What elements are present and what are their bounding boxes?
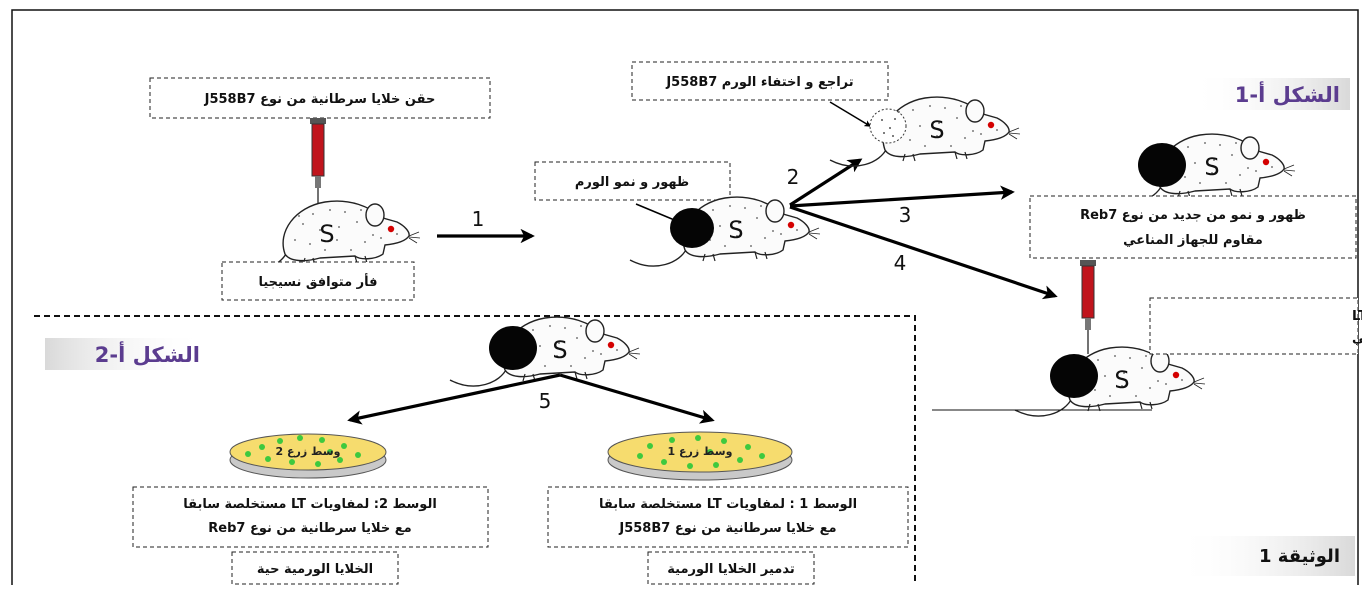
svg-text:ظهور و نمو الورم: ظهور و نمو الورم [575, 175, 689, 190]
svg-text:مع خلايا سرطانية من نوع Reb7: مع خلايا سرطانية من نوع Reb7 [208, 521, 411, 536]
tumor-mass [670, 208, 714, 248]
regrowth-box: ظهور و نمو من جديد من نوع Reb7 مقاوم للج… [1029, 195, 1357, 259]
svg-text:تراجع و اختفاء الورم J558B7: تراجع و اختفاء الورم J558B7 [665, 75, 853, 90]
svg-text:S: S [929, 116, 944, 144]
svg-text:الشكل أ-2: الشكل أ-2 [95, 340, 200, 367]
extraction-box: استخلاص لمفاويات LT محسسة ضد الورم السرط… [1149, 297, 1362, 355]
svg-text:وسط زرع 2: وسط زرع 2 [276, 445, 341, 458]
arrow-1-label: 1 [472, 207, 485, 231]
document-title: الوثيقة 1 [1175, 536, 1355, 576]
regression-box: تراجع و اختفاء الورم J558B7 [631, 61, 889, 101]
svg-text:ظهور و نمو من جديد من نوع Reb7: ظهور و نمو من جديد من نوع Reb7 [1080, 208, 1306, 223]
svg-text:محسسة ضد الورم السرطاني: محسسة ضد الورم السرطاني [1352, 331, 1362, 346]
svg-text:S: S [1114, 366, 1129, 394]
svg-text:وسط زرع 1: وسط زرع 1 [668, 445, 733, 458]
svg-text:S: S [319, 220, 334, 248]
mouse-healthy: S [229, 200, 421, 271]
extraction-tumor [1050, 354, 1098, 398]
svg-text:S: S [728, 216, 743, 244]
extraction-syringe-icon [1079, 259, 1097, 355]
arrow-2-label: 2 [787, 165, 800, 189]
svg-text:استخلاص لمفاويات LT: استخلاص لمفاويات LT [1352, 309, 1362, 324]
svg-text:الوسط 2: لمفاويات LT مستخلصة س: الوسط 2: لمفاويات LT مستخلصة سابقا [183, 497, 437, 512]
regression-pointer [829, 101, 872, 127]
regressed-tumor [869, 108, 907, 144]
svg-text:الوسط 1 : لمفاويات LT مستخلصة: الوسط 1 : لمفاويات LT مستخلصة سابقا [599, 497, 857, 512]
medium-1-box: الوسط 1 : لمفاويات LT مستخلصة سابقا مع خ… [547, 486, 909, 548]
svg-text:مقاوم للجهاز المناعي: مقاوم للجهاز المناعي [1123, 233, 1263, 248]
arrow-4-label: 4 [894, 251, 907, 275]
arrow-5-right [559, 373, 715, 424]
fig-a2-title: الشكل أ-2 [45, 338, 205, 370]
svg-text:الخلايا الورمية حية: الخلايا الورمية حية [257, 562, 373, 577]
syringe-icon [309, 117, 327, 213]
medium-2-box: الوسط 2: لمفاويات LT مستخلصة سابقا مع خل… [132, 486, 489, 548]
culture-dish-1: وسط زرع 1 [607, 431, 793, 481]
mouse-source: S [449, 316, 641, 387]
arrow-4 [789, 205, 1058, 300]
source-tumor [489, 326, 537, 370]
reb7-tumor [1138, 143, 1186, 187]
svg-text:حقن خلايا سرطانية من نوع J558B: حقن خلايا سرطانية من نوع J558B7 [204, 92, 436, 107]
svg-text:S: S [552, 336, 567, 364]
medium-2-result-box: الخلايا الورمية حية [231, 551, 399, 585]
svg-text:S: S [1204, 153, 1219, 181]
mouse-regrowth: S [1104, 133, 1296, 204]
arrow-5-label: 5 [539, 389, 552, 413]
svg-text:تدمير الخلايا الورمية: تدمير الخلايا الورمية [667, 562, 794, 577]
mouse-regressed: S [829, 96, 1021, 167]
culture-dish-2: وسط زرع 2 [229, 433, 387, 479]
arrow-2 [789, 158, 863, 207]
arrow-3-label: 3 [899, 203, 912, 227]
mouse-type-box: فأر متوافق نسيجيا [221, 261, 415, 301]
arrow-3 [789, 185, 1015, 208]
mouse-extraction: S [1014, 346, 1206, 417]
fig-a1-title: الشكل أ-1 [1190, 78, 1350, 110]
fig-a2-frame [34, 315, 916, 585]
injection-box: حقن خلايا سرطانية من نوع J558B7 [149, 77, 491, 119]
tumor-growth-box: ظهور و نمو الورم [534, 161, 731, 201]
svg-text:فأر متوافق نسيجيا: فأر متوافق نسيجيا [258, 273, 377, 290]
svg-text:الشكل أ-1: الشكل أ-1 [1235, 80, 1340, 107]
mouse-tumor: S [629, 196, 821, 267]
svg-text:الوثيقة 1: الوثيقة 1 [1259, 546, 1340, 567]
svg-text:مع خلايا سرطانية من نوع J558B7: مع خلايا سرطانية من نوع J558B7 [618, 521, 836, 536]
medium-1-result-box: تدمير الخلايا الورمية [647, 551, 815, 585]
arrow-5-left [347, 373, 561, 425]
